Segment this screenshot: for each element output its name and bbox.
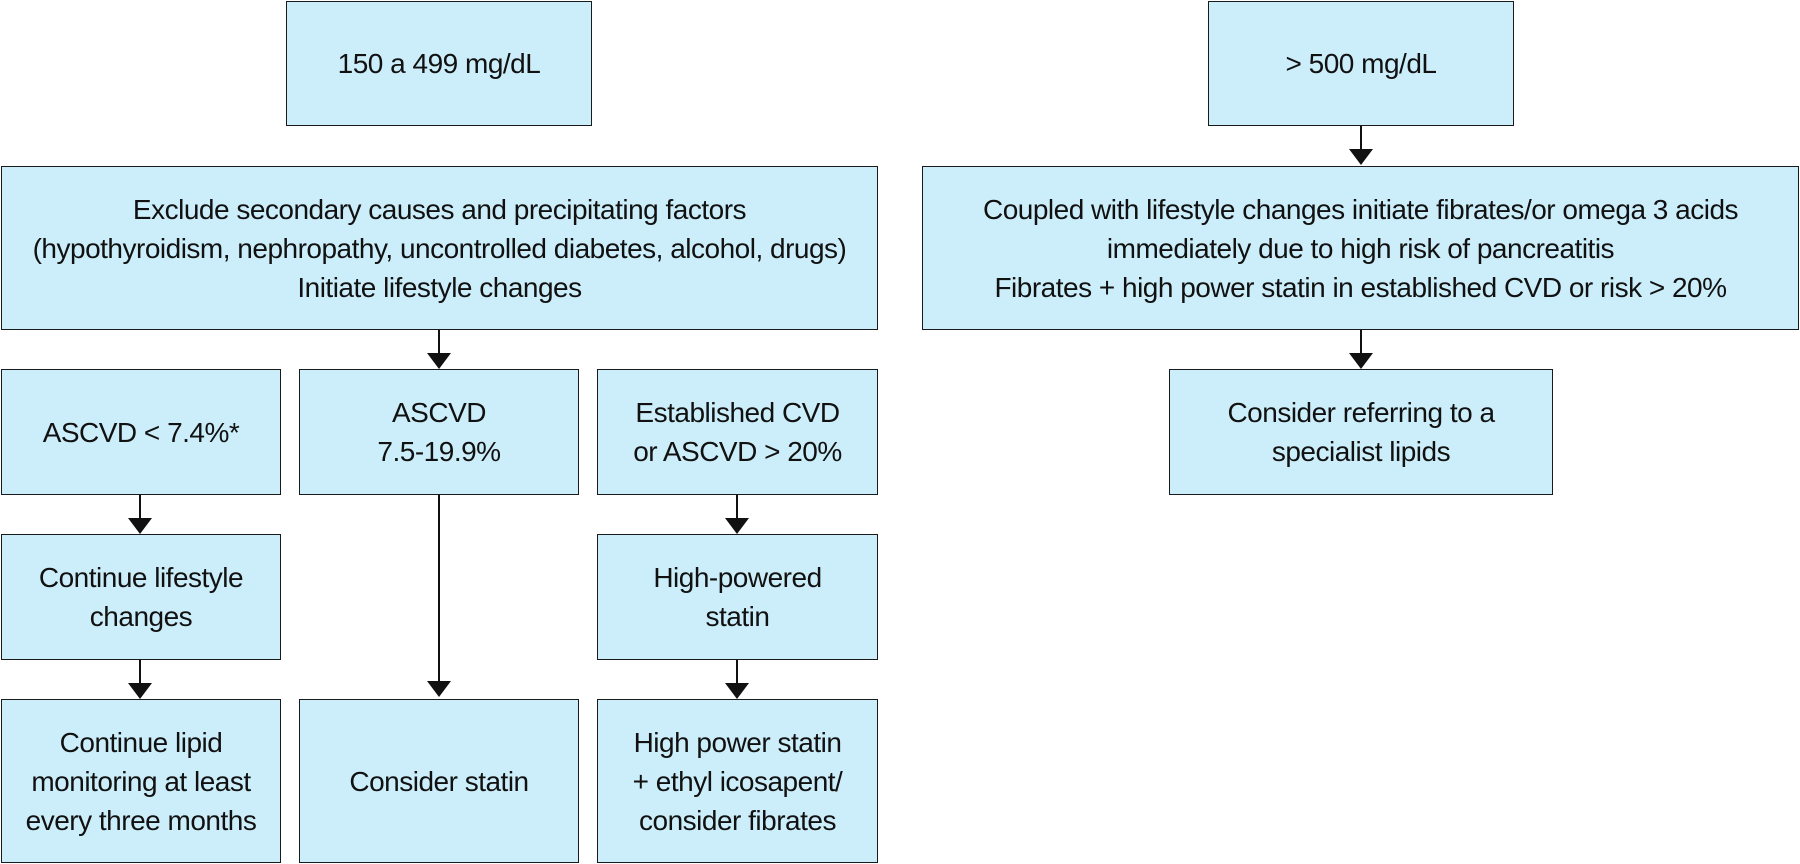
arrowhead-range-right [1349, 149, 1373, 165]
arrowhead-statin [725, 683, 749, 699]
statin-icosapent-label: High power statin + ethyl icosapent/ con… [632, 726, 843, 836]
ascvd-mid-risk-box: ASCVD 7.5-19.9% [299, 369, 579, 495]
arrowhead-continue [128, 683, 152, 699]
range-150-499-label: 150 a 499 mg/dL [337, 48, 541, 79]
ascvd-low-risk-box: ASCVD < 7.4%* [1, 369, 281, 495]
statin-icosapent-box: High power statin + ethyl icosapent/ con… [597, 699, 878, 863]
consider-statin-box: Consider statin [299, 699, 579, 863]
arrowhead-high-risk [725, 518, 749, 534]
ascvd-low-risk-label: ASCVD < 7.4%* [42, 416, 240, 448]
fibrates-omega3-box: Coupled with lifestyle changes initiate … [922, 166, 1799, 330]
refer-specialist-label: Consider referring to a specialist lipid… [1227, 397, 1495, 467]
range-over-500-label: > 500 mg/dL [1285, 48, 1437, 79]
fibrates-omega3-label: Coupled with lifestyle changes initiate … [982, 193, 1739, 303]
established-cvd-box: Established CVD or ASCVD > 20% [597, 369, 878, 495]
range-150-499-box: 150 a 499 mg/dL [286, 1, 592, 126]
continue-lifestyle-box: Continue lifestyle changes [1, 534, 281, 660]
continue-monitoring-label: Continue lipid monitoring at least every… [25, 726, 257, 836]
refer-specialist-box: Consider referring to a specialist lipid… [1169, 369, 1553, 495]
arrowhead-coupled [1349, 353, 1373, 369]
consider-statin-label: Consider statin [349, 765, 529, 797]
continue-lifestyle-label: Continue lifestyle changes [38, 562, 244, 632]
arrowhead-low-risk [128, 518, 152, 534]
ascvd-mid-risk-label: ASCVD 7.5-19.9% [377, 397, 501, 467]
high-powered-statin-box: High-powered statin [597, 534, 878, 660]
continue-monitoring-box: Continue lipid monitoring at least every… [1, 699, 281, 863]
established-cvd-label: Established CVD or ASCVD > 20% [633, 397, 842, 467]
high-powered-statin-label: High-powered statin [653, 562, 822, 632]
arrowhead-mid-risk [427, 681, 451, 697]
range-over-500-box: > 500 mg/dL [1208, 1, 1514, 126]
exclude-secondary-causes-label: Exclude secondary causes and precipitati… [32, 193, 847, 303]
arrowhead-exclude [427, 353, 451, 369]
exclude-secondary-causes-box: Exclude secondary causes and precipitati… [1, 166, 878, 330]
